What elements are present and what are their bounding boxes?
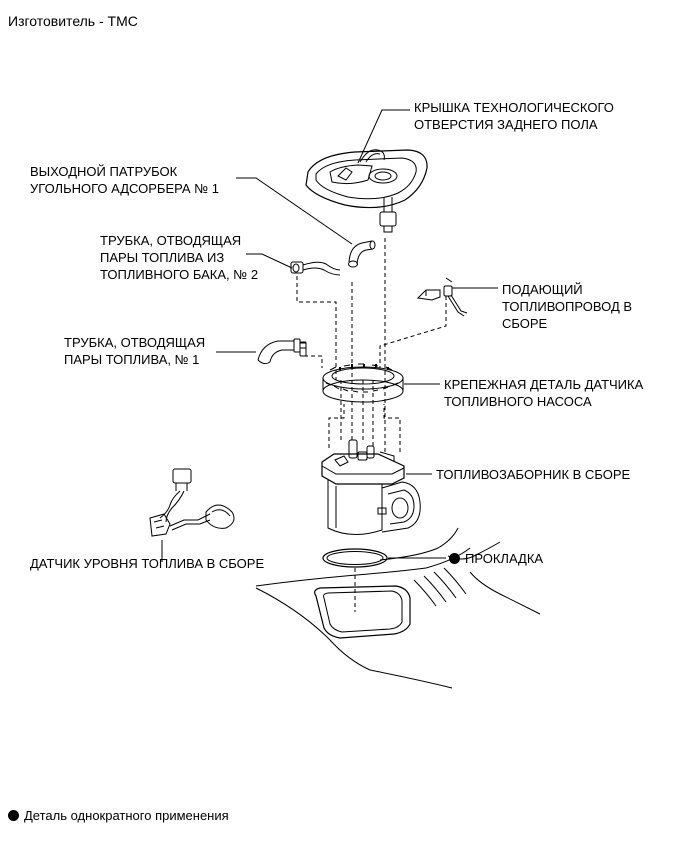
fuel-tank-surface [255, 527, 541, 689]
label-vapor-tube-2-line1: ТРУБКА, ОТВОДЯЩАЯ [100, 233, 242, 248]
vapor-tube-1-part [257, 338, 307, 365]
leader-lines [161, 109, 498, 562]
legend-single-use: Деталь однократного применения [8, 808, 229, 824]
canister-outlet-part [348, 240, 376, 268]
label-vapor-tube-2-line2: ПАРЫ ТОПЛИВА ИЗ [100, 250, 225, 265]
label-gasket: ПРОКЛАДКА [449, 551, 543, 567]
fuel-sender-gauge-part [149, 468, 235, 537]
label-gasket-text: ПРОКЛАДКА [465, 551, 544, 566]
label-canister-outlet-line1: ВЫХОДНОЙ ПАТРУБОК [30, 164, 178, 179]
label-floor-cover-line1: КРЫШКА ТЕХНОЛОГИЧЕСКОГО [414, 100, 614, 115]
gasket-part [322, 548, 388, 568]
alignment-lines [296, 236, 447, 612]
legend-single-use-text: Деталь однократного применения [24, 808, 229, 823]
label-retainer-line1: КРЕПЕЖНАЯ ДЕТАЛЬ ДАТЧИКА [444, 377, 644, 392]
label-fuel-line-line3: СБОРЕ [502, 316, 548, 331]
label-vapor-tube-2-line3: ТОПЛИВНОГО БАКА, № 2 [100, 267, 259, 282]
filled-circle-icon [8, 810, 19, 821]
label-vapor-tube-1-line1: ТРУБКА, ОТВОДЯЩАЯ [64, 335, 206, 350]
fuel-suction-assy-part [321, 439, 421, 535]
filled-circle-icon [449, 553, 460, 564]
vapor-tube-2-part [290, 261, 341, 276]
label-fuel-suction-assy: ТОПЛИВОЗАБОРНИК В СБОРЕ [436, 467, 631, 482]
label-floor-cover-line2: ОТВЕРСТИЯ ЗАДНЕГО ПОЛА [414, 117, 598, 132]
floor-service-hole-cover-part [305, 149, 428, 233]
label-fuel-sender-gauge: ДАТЧИК УРОВНЯ ТОПЛИВА В СБОРЕ [30, 556, 265, 571]
manufacturer-header: Изготовитель - TMC [8, 13, 138, 29]
label-vapor-tube-1-line2: ПАРЫ ТОПЛИВА, № 1 [64, 352, 200, 367]
label-canister-outlet-line2: УГОЛЬНОГО АДСОРБЕРА № 1 [30, 181, 219, 196]
label-fuel-line-line1: ПОДАЮЩИЙ [502, 282, 583, 297]
label-retainer-line2: ТОПЛИВНОГО НАСОСА [444, 394, 592, 409]
fuel-main-tube-part [416, 277, 468, 317]
label-fuel-line-line2: ТОПЛИВОПРОВОД В [502, 299, 633, 314]
